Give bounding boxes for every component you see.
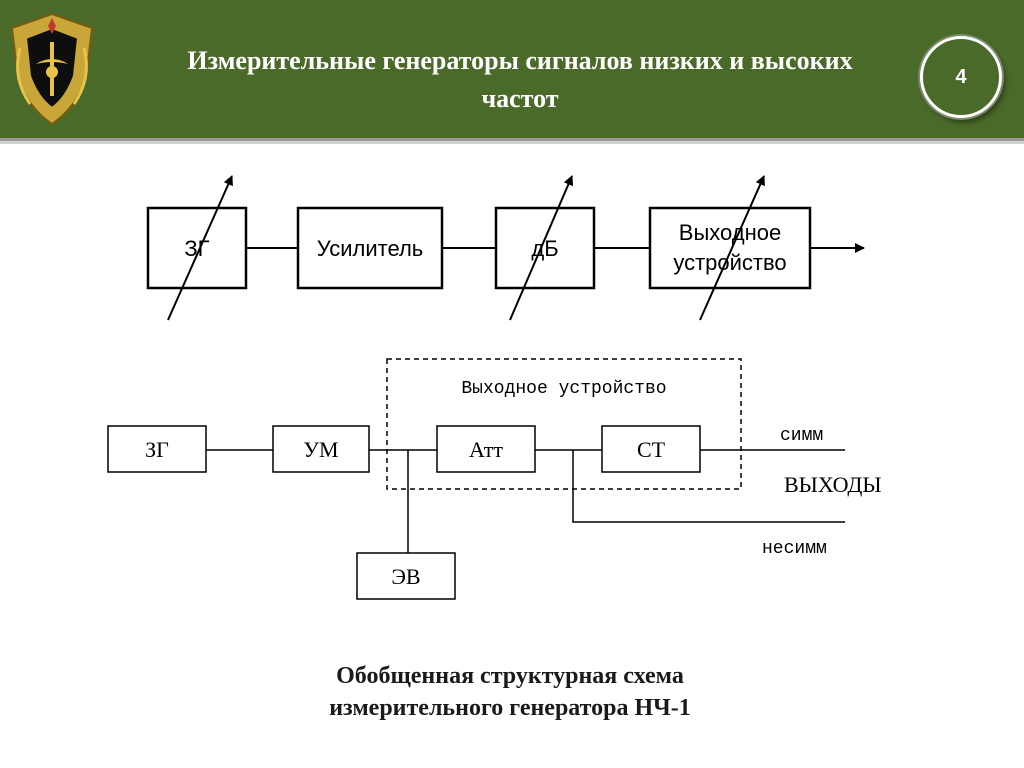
- bottom-block-st: [601, 425, 701, 473]
- caption-line2: измерительного генератора НЧ-1: [329, 695, 691, 721]
- top-label-output-line2: устройство: [673, 250, 786, 275]
- slide-title-line2: частот: [481, 84, 559, 113]
- bottom-label-um: УМ: [303, 437, 338, 462]
- bottom-block-ev: [356, 552, 456, 600]
- slide-title-line1: Измерительные генераторы сигналов низких…: [187, 46, 853, 75]
- top-adjust-arrow-zg: [167, 175, 233, 321]
- top-label-amplifier: Усилитель: [317, 236, 424, 261]
- top-block-output-device: [648, 206, 812, 290]
- top-label-db: дБ: [531, 236, 558, 261]
- slide-header: [0, 0, 1024, 138]
- figure-caption: Обобщенная структурная схема измерительн…: [240, 660, 780, 724]
- top-adjust-arrow-db: [509, 175, 574, 321]
- caption-line1: Обобщенная структурная схема: [336, 663, 684, 689]
- top-adjust-arrow-output: [699, 175, 765, 321]
- military-emblem-icon: [10, 12, 94, 126]
- top-diagram: [146, 175, 865, 321]
- bottom-output-nonsymm: [572, 450, 845, 523]
- bottom-label-st: СТ: [637, 437, 666, 462]
- bottom-label-zg: ЗГ: [145, 437, 169, 462]
- group-label-output-device: Выходное устройство: [461, 379, 666, 399]
- top-label-output-line1: Выходное: [679, 220, 781, 245]
- label-outputs: ВЫХОДЫ: [784, 472, 882, 497]
- slide-title: Измерительные генераторы сигналов низких…: [110, 42, 930, 118]
- header-divider: [0, 138, 1024, 141]
- bottom-label-att: Атт: [469, 437, 503, 462]
- bottom-label-ev: ЭВ: [391, 564, 420, 589]
- bottom-block-att: [436, 425, 536, 473]
- label-out-nonsymm: несимм: [762, 539, 827, 559]
- page-number-badge: 4: [920, 36, 1002, 118]
- bottom-block-zg: [107, 425, 207, 473]
- top-label-zg: ЗГ: [184, 236, 209, 261]
- bottom-diagram: [107, 358, 845, 600]
- output-device-group: [386, 358, 742, 490]
- label-out-symm: симм: [780, 426, 823, 446]
- bottom-block-um: [272, 425, 370, 473]
- header-divider-light: [0, 141, 1024, 144]
